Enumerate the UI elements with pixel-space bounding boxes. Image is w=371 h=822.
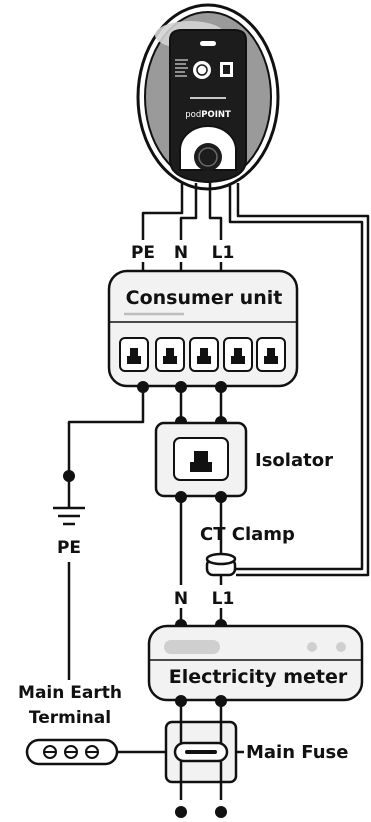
rfid-icon: [193, 61, 211, 79]
brand-main: POINT: [201, 110, 231, 120]
ct-clamp-label: CT Clamp: [200, 524, 295, 545]
earth-wire: [67, 387, 145, 476]
meter-label-n: N: [174, 589, 188, 609]
breaker-icon: [189, 337, 219, 372]
terminal-screw-icon: [43, 745, 57, 759]
main-earth-terminal-label-line1: Main Earth: [18, 683, 122, 703]
meter-indicator: [307, 642, 317, 652]
isolator-label: Isolator: [255, 450, 333, 471]
charger-wires: [141, 183, 370, 577]
consumer-unit: Consumer unit: [107, 269, 299, 388]
circuit-breakers: [119, 337, 286, 372]
main-fuse: [164, 720, 238, 784]
earth-label: PE: [57, 538, 81, 558]
terminal-screw-icon: [64, 745, 78, 759]
brand-logo: podPOINT: [185, 110, 231, 120]
breaker-icon: [223, 337, 253, 372]
meter-label-l1: L1: [212, 589, 235, 609]
ct-clamp-cable: [228, 183, 364, 571]
meter-display: [164, 640, 220, 654]
breaker-icon: [256, 337, 286, 372]
main-fuse-label: Main Fuse: [246, 742, 348, 763]
earth-ground-icon: [53, 506, 85, 526]
info-text-lines: [175, 59, 188, 77]
isolator: [154, 421, 248, 498]
meter-indicator: [336, 642, 346, 652]
electricity-meter: [147, 624, 364, 702]
consumer-unit-label: Consumer unit: [126, 287, 283, 309]
brand-prefix: pod: [185, 110, 201, 120]
charger-label-l1: L1: [212, 243, 235, 263]
ev-charger: podPOINT: [136, 3, 280, 191]
charger-label-n: N: [174, 243, 188, 263]
electricity-meter-label: Electricity meter: [169, 666, 348, 688]
terminal-screw-icon: [85, 745, 99, 759]
status-light: [200, 41, 216, 46]
main-earth-terminal-label-line2: Terminal: [29, 708, 111, 728]
charger-label-pe: PE: [131, 243, 155, 263]
main-earth-terminal: [25, 738, 119, 766]
breaker-icon: [119, 337, 149, 372]
ct-clamp-icon: [205, 552, 237, 577]
breaker-icon: [155, 337, 185, 372]
isolator-switch-icon: [190, 451, 212, 472]
